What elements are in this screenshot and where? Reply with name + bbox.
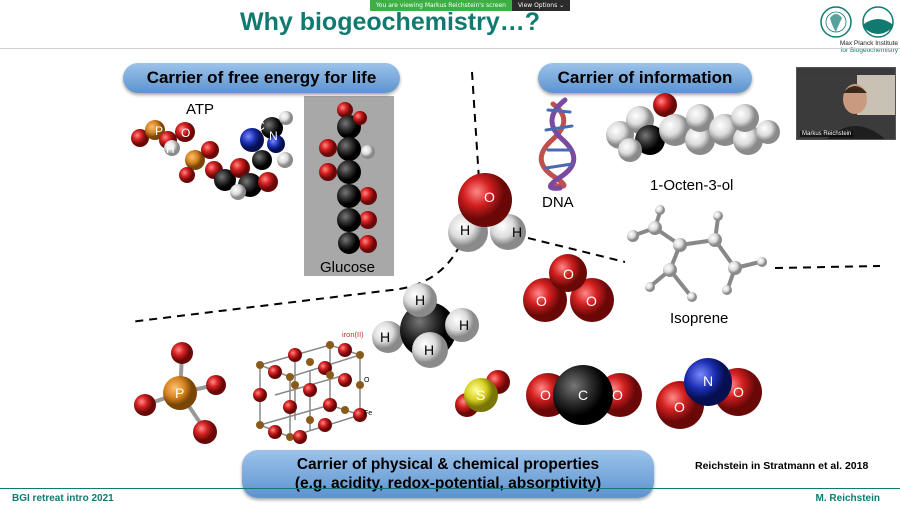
participant-name: Markus Reichstein [800, 131, 854, 137]
view-options-button[interactable]: View Options ⌄ [511, 0, 571, 11]
atp-label: ATP [186, 101, 214, 118]
atp-molecule [131, 111, 293, 200]
information-pill: Carrier of information [538, 63, 752, 93]
glucose-molecule [319, 102, 377, 254]
ozone-o2-label: O [536, 293, 547, 309]
divider-top [471, 71, 480, 181]
isoprene-label: Isoprene [670, 310, 728, 327]
no2-molecule [656, 358, 762, 429]
ozone-o3-label: O [586, 293, 597, 309]
atp-n-label: N [269, 129, 278, 143]
crystal-iron-label: iron(II) [342, 330, 364, 339]
crystal-atoms [253, 341, 367, 444]
dna-molecule [538, 97, 577, 191]
dna-label: DNA [542, 194, 574, 211]
co2-o2-label: O [612, 387, 623, 403]
so2-s-label: S [476, 387, 485, 403]
no2-o1-label: O [674, 399, 685, 415]
glucose-label: Glucose [320, 259, 375, 276]
octenol-label: 1-Octen-3-ol [650, 177, 733, 194]
video-toolbar [797, 68, 895, 75]
atp-p-label: P [155, 124, 163, 138]
no2-n-label: N [703, 373, 713, 389]
co2-c-label: C [578, 387, 588, 403]
methane-h3-label: H [380, 329, 390, 345]
screen-share-banner: You are viewing Markus Reichstein's scre… [370, 0, 571, 11]
properties-pill: Carrier of physical & chemical propertie… [242, 450, 654, 498]
crystal-fe-label: Fe [364, 410, 372, 417]
institute-name: Max Planck Institute for Biogeochemistry [839, 40, 898, 54]
no2-o2-label: O [733, 384, 744, 400]
octenol-molecule [606, 93, 780, 162]
methane-h1-label: H [415, 292, 425, 308]
phosphate-p-label: P [175, 385, 184, 401]
methane-molecule [372, 283, 479, 368]
isoprene-molecule [627, 205, 767, 302]
ozone-o1-label: O [563, 266, 574, 282]
ozone-molecule [523, 254, 614, 322]
free-energy-pill: Carrier of free energy for life [123, 63, 400, 93]
co2-o1-label: O [540, 387, 551, 403]
footer-event: BGI retreat intro 2021 [12, 493, 114, 504]
divider-left [129, 244, 461, 323]
participant-avatar [797, 75, 895, 139]
header-divider [0, 48, 900, 49]
water-molecule [448, 173, 526, 252]
methane-h2-label: H [459, 317, 469, 333]
divider-right [774, 265, 881, 269]
co2-molecule [526, 365, 642, 425]
phosphate-molecule [134, 342, 226, 444]
crystal-o-label: O [364, 377, 370, 384]
citation: Reichstein in Stratmann et al. 2018 [695, 460, 869, 472]
max-planck-logo [820, 6, 894, 38]
viewing-screen-text: You are viewing Markus Reichstein's scre… [370, 0, 512, 11]
atp-o-label: O [181, 126, 190, 140]
water-h2-label: H [512, 224, 522, 240]
footer-author: M. Reichstein [815, 493, 880, 504]
methane-h4-label: H [424, 342, 434, 358]
participant-video[interactable]: Markus Reichstein [796, 67, 896, 140]
so2-molecule [455, 370, 510, 417]
atp-h-label: H [166, 142, 175, 156]
divider-right-upper [527, 237, 626, 263]
atp-c-label: C [256, 119, 265, 133]
slide-title: Why biogeochemistry…? [240, 8, 541, 36]
water-h1-label: H [460, 222, 470, 238]
water-o-label: O [484, 189, 495, 205]
footer-divider [0, 488, 900, 489]
